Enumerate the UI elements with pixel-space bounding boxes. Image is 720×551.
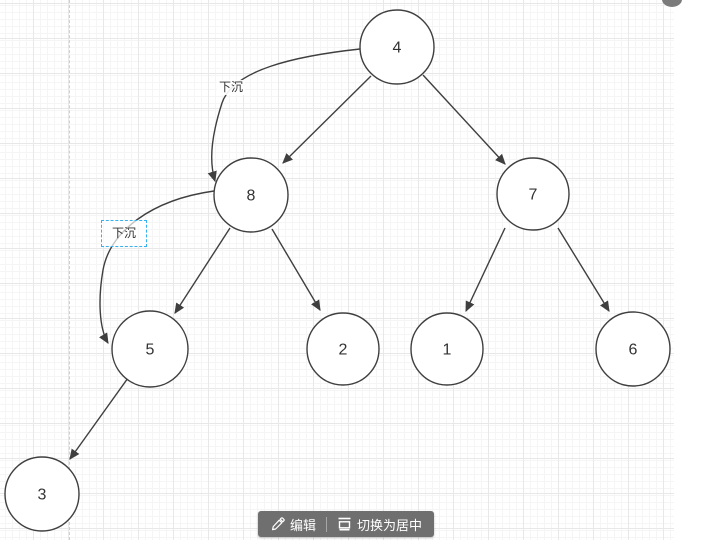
edge-7-6[interactable] [557, 227, 610, 312]
edge-5-3[interactable] [69, 377, 129, 460]
edge-8-2[interactable] [271, 228, 321, 311]
node-3-value: 3 [38, 487, 47, 504]
node-1-circle[interactable] [410, 312, 484, 386]
node-6-circle[interactable] [595, 311, 671, 387]
page-boundary-dashed-line [69, 0, 70, 540]
node-1-value: 1 [443, 342, 452, 359]
scroll-knob[interactable] [662, 0, 682, 7]
edit-button[interactable]: 编辑 [270, 515, 316, 534]
edit-button-label: 编辑 [290, 517, 317, 533]
tree-node-8[interactable]: 8 [213, 157, 289, 233]
tree-node-4[interactable]: 4 [359, 9, 435, 85]
node-2-circle[interactable] [306, 312, 380, 386]
tree-node-3[interactable]: 3 [4, 456, 80, 532]
edge-7-1[interactable] [465, 227, 506, 313]
node-4-circle[interactable] [359, 9, 435, 85]
toggle-center-button-label: 切换为居中 [357, 517, 423, 533]
node-2-value: 2 [339, 342, 348, 359]
node-4-value: 4 [393, 40, 402, 57]
edge-4-8[interactable] [282, 75, 372, 164]
pencil-icon [270, 516, 285, 532]
edge-8-5[interactable] [174, 227, 231, 314]
toolbar-divider [326, 516, 328, 532]
grid-background[interactable] [0, 0, 674, 540]
node-6-value: 6 [629, 342, 638, 359]
node-8-circle[interactable] [213, 157, 289, 233]
sink-label-2-text: 下沉 [111, 226, 136, 240]
curved-edge-sink-4-8[interactable] [207, 48, 361, 183]
toggle-center-button[interactable]: 切换为居中 [337, 515, 422, 534]
edge-4-7[interactable] [422, 74, 506, 165]
node-7-circle[interactable] [496, 157, 570, 231]
node-8-value: 8 [247, 188, 256, 205]
tree-node-6[interactable]: 6 [595, 311, 671, 387]
sink-label-2-selected[interactable]: 下沉 [101, 220, 147, 247]
tree-node-1[interactable]: 1 [410, 312, 484, 386]
tree-node-5[interactable]: 5 [111, 310, 189, 388]
tree-node-2[interactable]: 2 [306, 312, 380, 386]
tree-node-7[interactable]: 7 [496, 157, 570, 231]
curved-edge-sink-8-5[interactable] [99, 190, 215, 344]
node-5-circle[interactable] [111, 310, 189, 388]
center-align-icon [337, 517, 352, 531]
sink-label-1[interactable]: 下沉 [217, 80, 246, 95]
node-5-value: 5 [146, 342, 155, 359]
node-3-circle[interactable] [4, 456, 80, 532]
node-7-value: 7 [529, 187, 538, 204]
floating-edit-toolbar: 编辑 切换为居中 [258, 511, 435, 537]
